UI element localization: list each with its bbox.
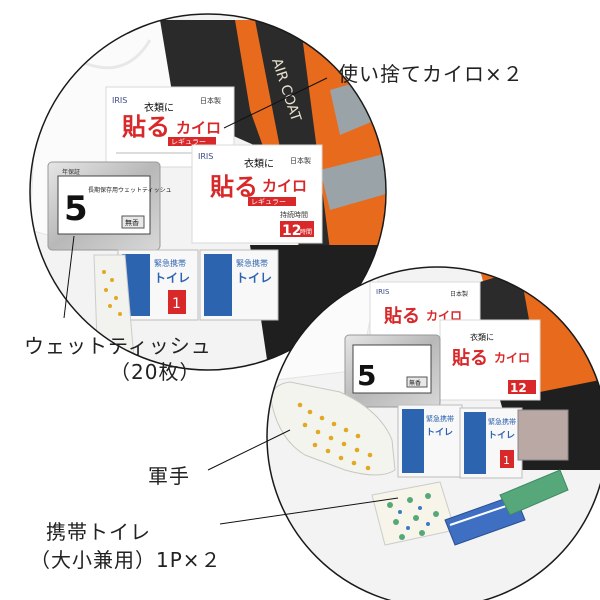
svg-text:貼る: 貼る (384, 305, 420, 327)
svg-text:12: 12 (282, 223, 301, 239)
svg-text:貼る: 貼る (122, 113, 170, 141)
portable-toilet-pack-top-2: 緊急携帯 トイレ (199, 249, 279, 321)
svg-text:5: 5 (357, 359, 376, 392)
heat-pad-4: 衣類に 貼る カイロ 12 (439, 319, 541, 401)
svg-text:トイレ: トイレ (236, 271, 272, 285)
svg-text:IRIS: IRIS (198, 152, 213, 161)
svg-text:日本製: 日本製 (450, 290, 468, 298)
label-toilet-line2: （大小兼用）1P×２ (30, 548, 222, 572)
wet-tissue-pack-bottom: 5 無香 (344, 334, 441, 408)
svg-text:持続時間: 持続時間 (280, 210, 308, 219)
svg-text:衣類に: 衣類に (244, 157, 274, 170)
leader-line-kairo (223, 77, 328, 129)
portable-toilet-pack-bottom-2: 緊急携帯 トイレ 1 (459, 407, 523, 479)
svg-text:トイレ: トイレ (488, 430, 515, 441)
leader-line-toilet (219, 497, 399, 525)
svg-text:年保証: 年保証 (62, 168, 80, 176)
svg-text:貼る: 貼る (210, 173, 258, 201)
svg-text:時間: 時間 (300, 228, 312, 236)
svg-text:トイレ: トイレ (154, 271, 190, 285)
svg-text:5: 5 (64, 189, 88, 229)
emergency-sheet (517, 409, 569, 461)
svg-text:日本製: 日本製 (200, 96, 221, 105)
svg-text:緊急携帯: 緊急携帯 (236, 258, 268, 268)
svg-text:長期保存用ウェットティッシュ: 長期保存用ウェットティッシュ (88, 186, 172, 194)
green-pack (499, 469, 569, 516)
label-kairo: 使い捨てカイロ×２ (338, 62, 524, 86)
label-wet-tissue-line1: ウェットティッシュ (24, 334, 212, 358)
label-toilet-line1: 携帯トイレ (46, 520, 151, 544)
svg-text:緊急携帯: 緊急携帯 (426, 414, 454, 423)
svg-text:トイレ: トイレ (426, 427, 453, 438)
svg-text:無香: 無香 (125, 218, 139, 227)
svg-text:カイロ: カイロ (176, 119, 221, 137)
work-gloves (270, 381, 396, 476)
svg-text:1: 1 (172, 296, 181, 312)
svg-text:無香: 無香 (409, 379, 421, 387)
leader-line-wet-tissue (63, 235, 75, 319)
svg-text:緊急携帯: 緊急携帯 (488, 417, 516, 426)
svg-text:衣類に: 衣類に (470, 332, 494, 342)
wet-tissue-pack: 年保証 5 長期保存用ウェットティッシュ 無香 (47, 161, 172, 251)
leader-line-gloves (207, 429, 291, 471)
svg-text:1: 1 (503, 454, 510, 467)
svg-text:日本製: 日本製 (290, 156, 311, 165)
svg-text:IRIS: IRIS (376, 288, 390, 296)
label-wet-tissue-line2: （20枚） (110, 360, 201, 384)
svg-text:貼る: 貼る (452, 347, 488, 369)
portable-toilet-pack-bottom-1: 緊急携帯 トイレ (397, 404, 463, 478)
blue-pack (444, 494, 526, 546)
svg-text:レギュラー: レギュラー (171, 138, 206, 146)
svg-text:衣類に: 衣類に (144, 101, 174, 114)
svg-text:カイロ: カイロ (262, 177, 307, 195)
svg-text:IRIS: IRIS (112, 96, 127, 105)
svg-text:レギュラー: レギュラー (251, 198, 286, 206)
heat-pad-2: IRIS 日本製 衣類に 貼る カイロ レギュラー 持続時間 12 時間 (191, 144, 323, 244)
svg-text:緊急携帯: 緊急携帯 (154, 258, 186, 268)
label-gloves: 軍手 (148, 464, 190, 488)
svg-text:カイロ: カイロ (494, 351, 530, 365)
svg-text:12: 12 (510, 381, 527, 395)
